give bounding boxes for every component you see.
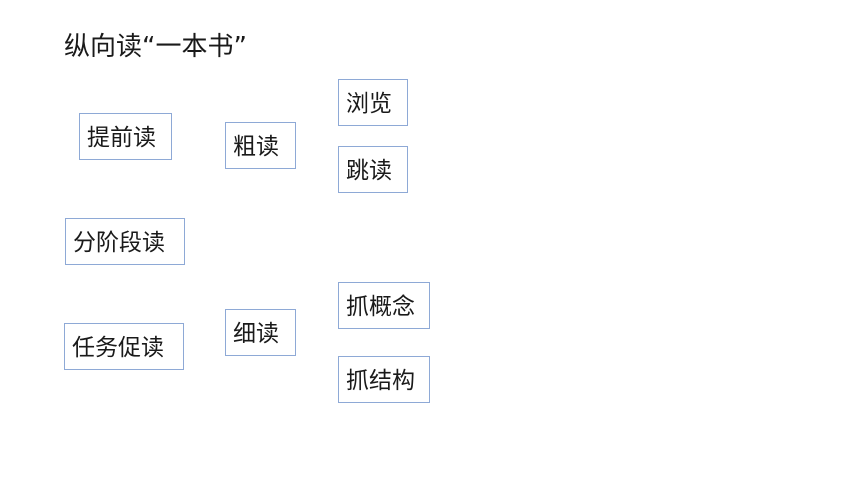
node-renwucudu: 任务促读	[64, 323, 184, 370]
node-liulan: 浏览	[338, 79, 408, 126]
node-tiqiandu: 提前读	[79, 113, 172, 160]
node-tiaodu: 跳读	[338, 146, 408, 193]
node-zhuajiegou: 抓结构	[338, 356, 430, 403]
node-cudu: 粗读	[225, 122, 296, 169]
slide-title: 纵向读“一本书”	[64, 32, 247, 62]
node-zhuagainian: 抓概念	[338, 282, 430, 329]
node-xidu: 细读	[225, 309, 296, 356]
node-fenjieduandu: 分阶段读	[65, 218, 185, 265]
